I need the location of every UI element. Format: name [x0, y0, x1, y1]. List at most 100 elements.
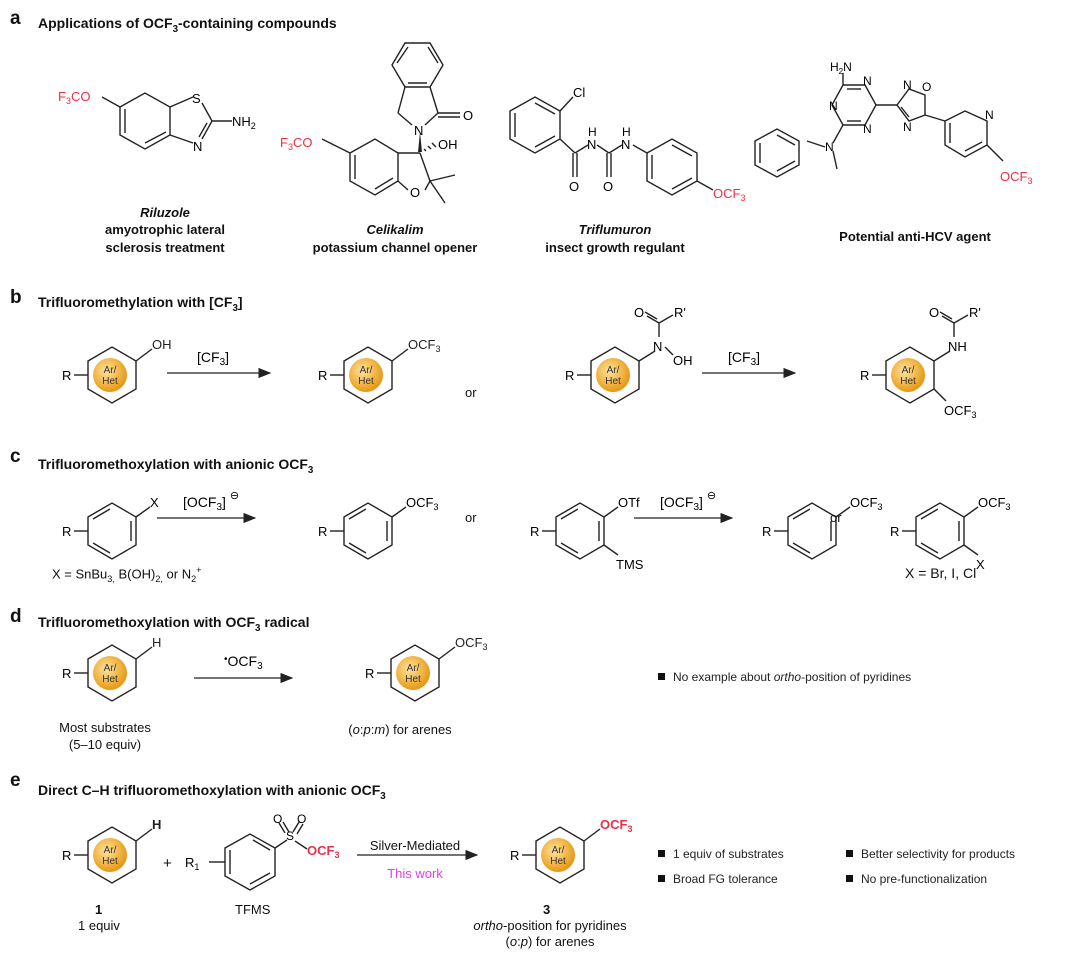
compound-desc: insect growth regulant — [545, 240, 685, 255]
reaction-arrow: •OCF3 — [194, 653, 294, 684]
riluzole-structure: S N NH2 F3CO — [58, 89, 256, 154]
atom-ocf3: OCF3 — [1000, 169, 1032, 186]
svg-text:Ar/: Ar/ — [360, 365, 373, 376]
advantage-bullet: No pre-functionalization — [846, 872, 987, 886]
svg-text:R: R — [890, 524, 899, 539]
svg-text:Het: Het — [605, 376, 621, 387]
x-definition-note: X = SnBu3, B(OH)2, or N2+ — [52, 565, 202, 584]
svg-text:X: X — [976, 557, 985, 572]
reagent-name-tfms: TFMS — [235, 902, 271, 917]
title-text: Applications of OCF — [38, 15, 173, 31]
title-text: Trifluoromethylation with [CF — [38, 294, 233, 310]
aryl-ocf3-product-3: Ar/Het R OCF3 — [510, 817, 632, 884]
reaction-arrow: [OCF3]⊖ — [157, 490, 257, 524]
atom-n: N — [903, 78, 912, 92]
atom-o: O — [603, 179, 613, 194]
product-note-pyridines: ortho-position for pyridines — [473, 918, 627, 933]
arene-substrate-1: Ar/Het R H — [62, 817, 161, 884]
condition-silver-mediated: Silver-Mediated — [369, 838, 461, 853]
panel-b-title: Trifluoromethylation with [CF3] — [38, 294, 243, 314]
svg-text:NH: NH — [948, 339, 967, 354]
atom-h: H — [588, 125, 597, 139]
substituent: OCF3 — [600, 817, 632, 834]
celikalim-structure: N O OH O F3CO — [280, 42, 473, 204]
svg-text:OCF3: OCF3 — [850, 495, 882, 512]
compound-name-triflumuron: Triflumuron — [578, 222, 652, 237]
atom-o: O — [569, 179, 579, 194]
compound-name-celikalim: Celikalim — [366, 222, 424, 237]
atom-ocf3: OCF3 — [713, 186, 745, 203]
ar-het-ball — [396, 656, 430, 690]
reaction-arrow: [CF3] — [702, 349, 797, 379]
atom-h: H — [622, 125, 631, 139]
aryl-x-substrate: RX — [62, 495, 159, 560]
atom-r: R — [62, 368, 71, 383]
x-halide-note: X = Br, I, Cl — [905, 565, 977, 581]
svg-text:Ar/: Ar/ — [104, 365, 117, 376]
substituent: H — [152, 817, 161, 832]
svg-text:Ar/: Ar/ — [902, 365, 915, 376]
ar-het-ball — [93, 838, 127, 872]
title-text: Direct C–H trifluoromethoxylation with a… — [38, 782, 381, 798]
panel-letter-d: d — [10, 606, 22, 627]
anti-hcv-structure: H2N N N N N O N N N OCF3 — [754, 60, 1032, 186]
atom-r: R — [510, 848, 519, 863]
substrate-note: Most substrates — [59, 720, 151, 735]
title-text: Trifluoromethoxylation with anionic OCF — [38, 456, 308, 472]
atom-nh2: NH2 — [232, 114, 256, 131]
atom-f3co: F3CO — [280, 135, 312, 152]
compound-desc: amyotrophic lateral — [105, 222, 225, 237]
ar-het-ball — [93, 656, 127, 690]
atom-n: N — [621, 137, 630, 152]
or-text: or — [465, 385, 477, 400]
svg-text:Het: Het — [102, 856, 118, 867]
limitation-bullet: No example about ortho-position of pyrid… — [658, 670, 911, 684]
reaction-arrow: [CF3] — [167, 349, 272, 379]
advantage-bullet: 1 equiv of substrates — [658, 847, 784, 861]
svg-text:Het: Het — [358, 376, 374, 387]
svg-text:Ar/: Ar/ — [104, 845, 117, 856]
atom-h2n: H2N — [830, 60, 852, 76]
reaction-arrow — [357, 849, 479, 861]
substrate-equiv-note: (5–10 equiv) — [68, 737, 142, 752]
ar-het-ball — [93, 358, 127, 392]
atom-n: N — [985, 108, 994, 122]
reagent-cf3: [CF3] — [728, 349, 760, 368]
svg-text:Ar/: Ar/ — [552, 845, 565, 856]
title-text: -containing compounds — [178, 15, 337, 31]
panel-d-title: Trifluoromethoxylation with OCF3 radical — [38, 614, 309, 634]
plus-sign: + — [163, 855, 172, 872]
title-sub: 3 — [232, 302, 238, 314]
reaction-arrow: [OCF3]⊖ — [634, 490, 734, 524]
svg-text:O: O — [634, 305, 644, 320]
panel-a-title: Applications of OCF3-containing compound… — [38, 15, 337, 35]
condition-this-work: This work — [387, 866, 443, 881]
triflumuron-structure: Cl H N H N O O OCF3 — [509, 85, 745, 203]
svg-text:Ar/: Ar/ — [104, 663, 117, 674]
reagent-ocf3-anion: [OCF3]⊖ — [183, 490, 239, 513]
atom-n: N — [414, 123, 423, 138]
atom-r: R — [860, 368, 869, 383]
panel-letter-e: e — [10, 770, 21, 791]
atom-n: N — [863, 74, 872, 88]
svg-text:OH: OH — [673, 353, 693, 368]
atom-n: N — [863, 122, 872, 136]
atom-n: N — [903, 120, 912, 134]
atom-o-ring: O — [410, 185, 420, 200]
title-text: Trifluoromethoxylation with OCF — [38, 614, 255, 630]
title-sub: 3 — [380, 790, 386, 802]
atom-r: R — [565, 368, 574, 383]
substituent: OCF3 — [408, 337, 440, 354]
atom-n: N — [193, 139, 202, 154]
compound-number-1: 1 — [95, 902, 103, 917]
atom-r: R — [62, 848, 71, 863]
svg-text:Het: Het — [550, 856, 566, 867]
atom-r: R — [62, 666, 71, 681]
svg-text:TMS: TMS — [616, 557, 644, 572]
